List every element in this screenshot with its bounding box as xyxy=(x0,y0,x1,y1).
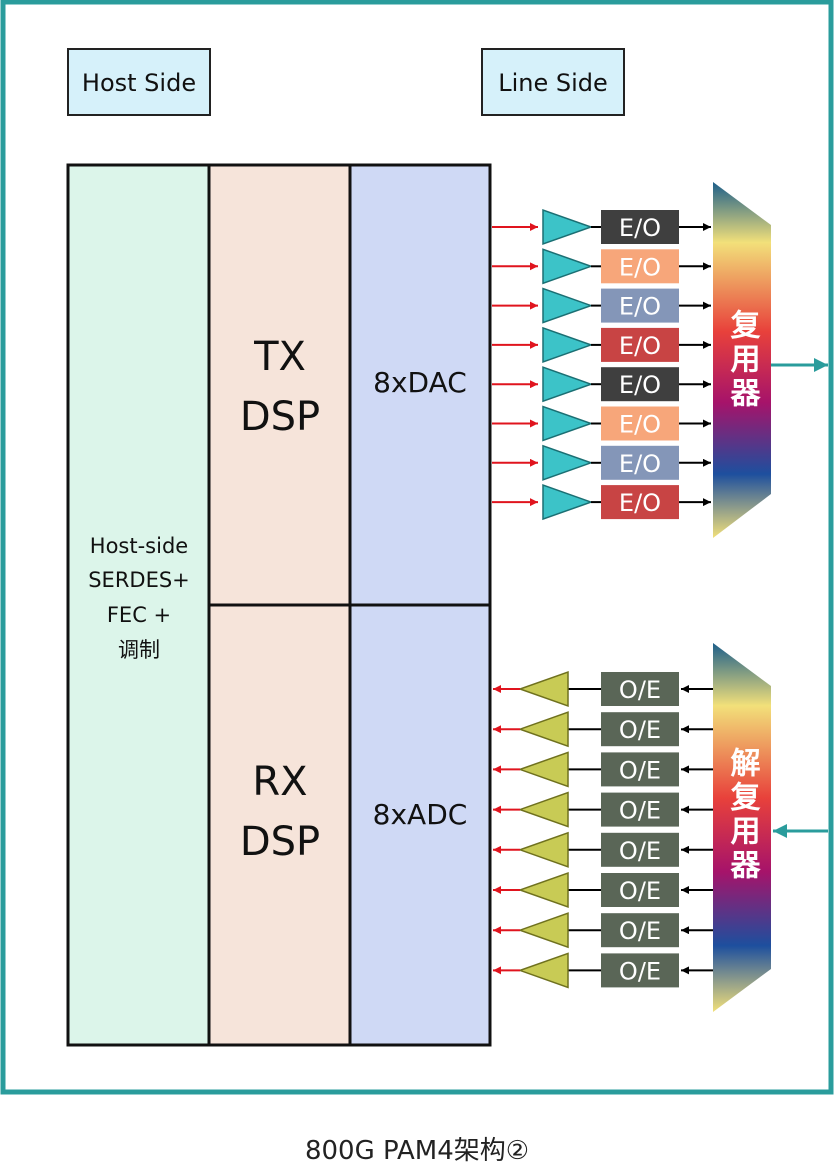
tx-lanes: E/O E/O E/O E/O E/O E/O E/O E/O xyxy=(492,208,711,521)
oe-converter xyxy=(601,832,679,867)
eo-label: E/O xyxy=(619,253,661,281)
driver-amplifier xyxy=(542,287,594,324)
oe-label: O/E xyxy=(619,837,661,865)
oe-converter xyxy=(601,712,679,747)
driver-amplifier xyxy=(542,326,594,363)
multiplexer xyxy=(713,182,771,538)
dac-block xyxy=(348,163,492,607)
eo-converter xyxy=(601,249,679,284)
receive-amplifier xyxy=(517,751,569,788)
rx-dsp-line-2: DSP xyxy=(240,819,320,865)
oe-label: O/E xyxy=(619,716,661,744)
receive-amplifier xyxy=(517,711,569,748)
receive-amplifier xyxy=(517,952,569,989)
rx-dsp-line-1: RX xyxy=(252,759,307,805)
dac-label: 8xDAC xyxy=(373,366,467,399)
driver-amplifier xyxy=(542,444,594,481)
driver-amplifier xyxy=(542,248,594,285)
tx-dsp-line-2: DSP xyxy=(240,394,320,440)
rx-dsp-block xyxy=(207,603,352,1047)
eo-converter xyxy=(601,445,679,480)
oe-converter xyxy=(601,913,679,948)
receive-amplifier xyxy=(517,912,569,949)
demux-label: 解复用器 xyxy=(725,747,762,883)
eo-converter xyxy=(601,367,679,402)
host-block xyxy=(66,163,211,1047)
eo-label: E/O xyxy=(619,214,661,242)
oe-label: O/E xyxy=(619,797,661,825)
eo-converter xyxy=(601,406,679,441)
adc-label: 8xADC xyxy=(373,798,468,831)
oe-converter xyxy=(601,792,679,827)
demultiplexer xyxy=(713,643,771,1012)
tx-dsp-line-1: TX xyxy=(253,334,306,380)
oe-converter xyxy=(601,873,679,907)
oe-label: O/E xyxy=(619,877,661,905)
driver-amplifier xyxy=(542,484,594,521)
driver-amplifier xyxy=(542,366,594,403)
oe-label: O/E xyxy=(619,957,661,985)
eo-converter xyxy=(601,327,679,362)
eo-label: E/O xyxy=(619,450,661,478)
oe-label: O/E xyxy=(619,756,661,784)
host-side-box xyxy=(67,48,211,116)
receive-amplifier xyxy=(517,670,569,708)
oe-label: O/E xyxy=(619,676,661,704)
host-block-line-2: SERDES+ xyxy=(88,568,190,592)
eo-label: E/O xyxy=(619,371,661,399)
line-side-box xyxy=(481,48,625,116)
receive-amplifier xyxy=(517,791,569,828)
driver-amplifier xyxy=(542,405,594,442)
eo-converter xyxy=(601,288,679,323)
tx-dsp-block xyxy=(207,163,352,607)
receive-amplifier xyxy=(517,831,569,868)
host-block-line-3: FEC + xyxy=(107,603,171,627)
oe-converter xyxy=(601,953,679,988)
oe-converter xyxy=(601,672,679,706)
eo-label: E/O xyxy=(619,411,661,439)
eo-converter xyxy=(601,210,679,244)
oe-label: O/E xyxy=(619,917,661,945)
driver-amplifier xyxy=(542,208,594,246)
line-side-label: Line Side xyxy=(498,69,608,97)
host-side-label: Host Side xyxy=(82,69,196,97)
eo-label: E/O xyxy=(619,332,661,360)
oe-converter xyxy=(601,752,679,787)
host-block-line-4: 调制 xyxy=(118,638,160,662)
rx-lanes: O/E O/E O/E O/E O/E O/E O/E O/E xyxy=(493,670,713,989)
eo-label: E/O xyxy=(619,293,661,321)
host-block-line-1: Host-side xyxy=(90,534,188,558)
mux-char-1: 复用器 xyxy=(725,309,762,411)
diagram-caption: 800G PAM4架构② xyxy=(304,1136,530,1166)
adc-block xyxy=(348,603,492,1047)
receive-amplifier xyxy=(517,871,569,909)
eo-label: E/O xyxy=(619,489,661,517)
eo-converter xyxy=(601,485,679,520)
